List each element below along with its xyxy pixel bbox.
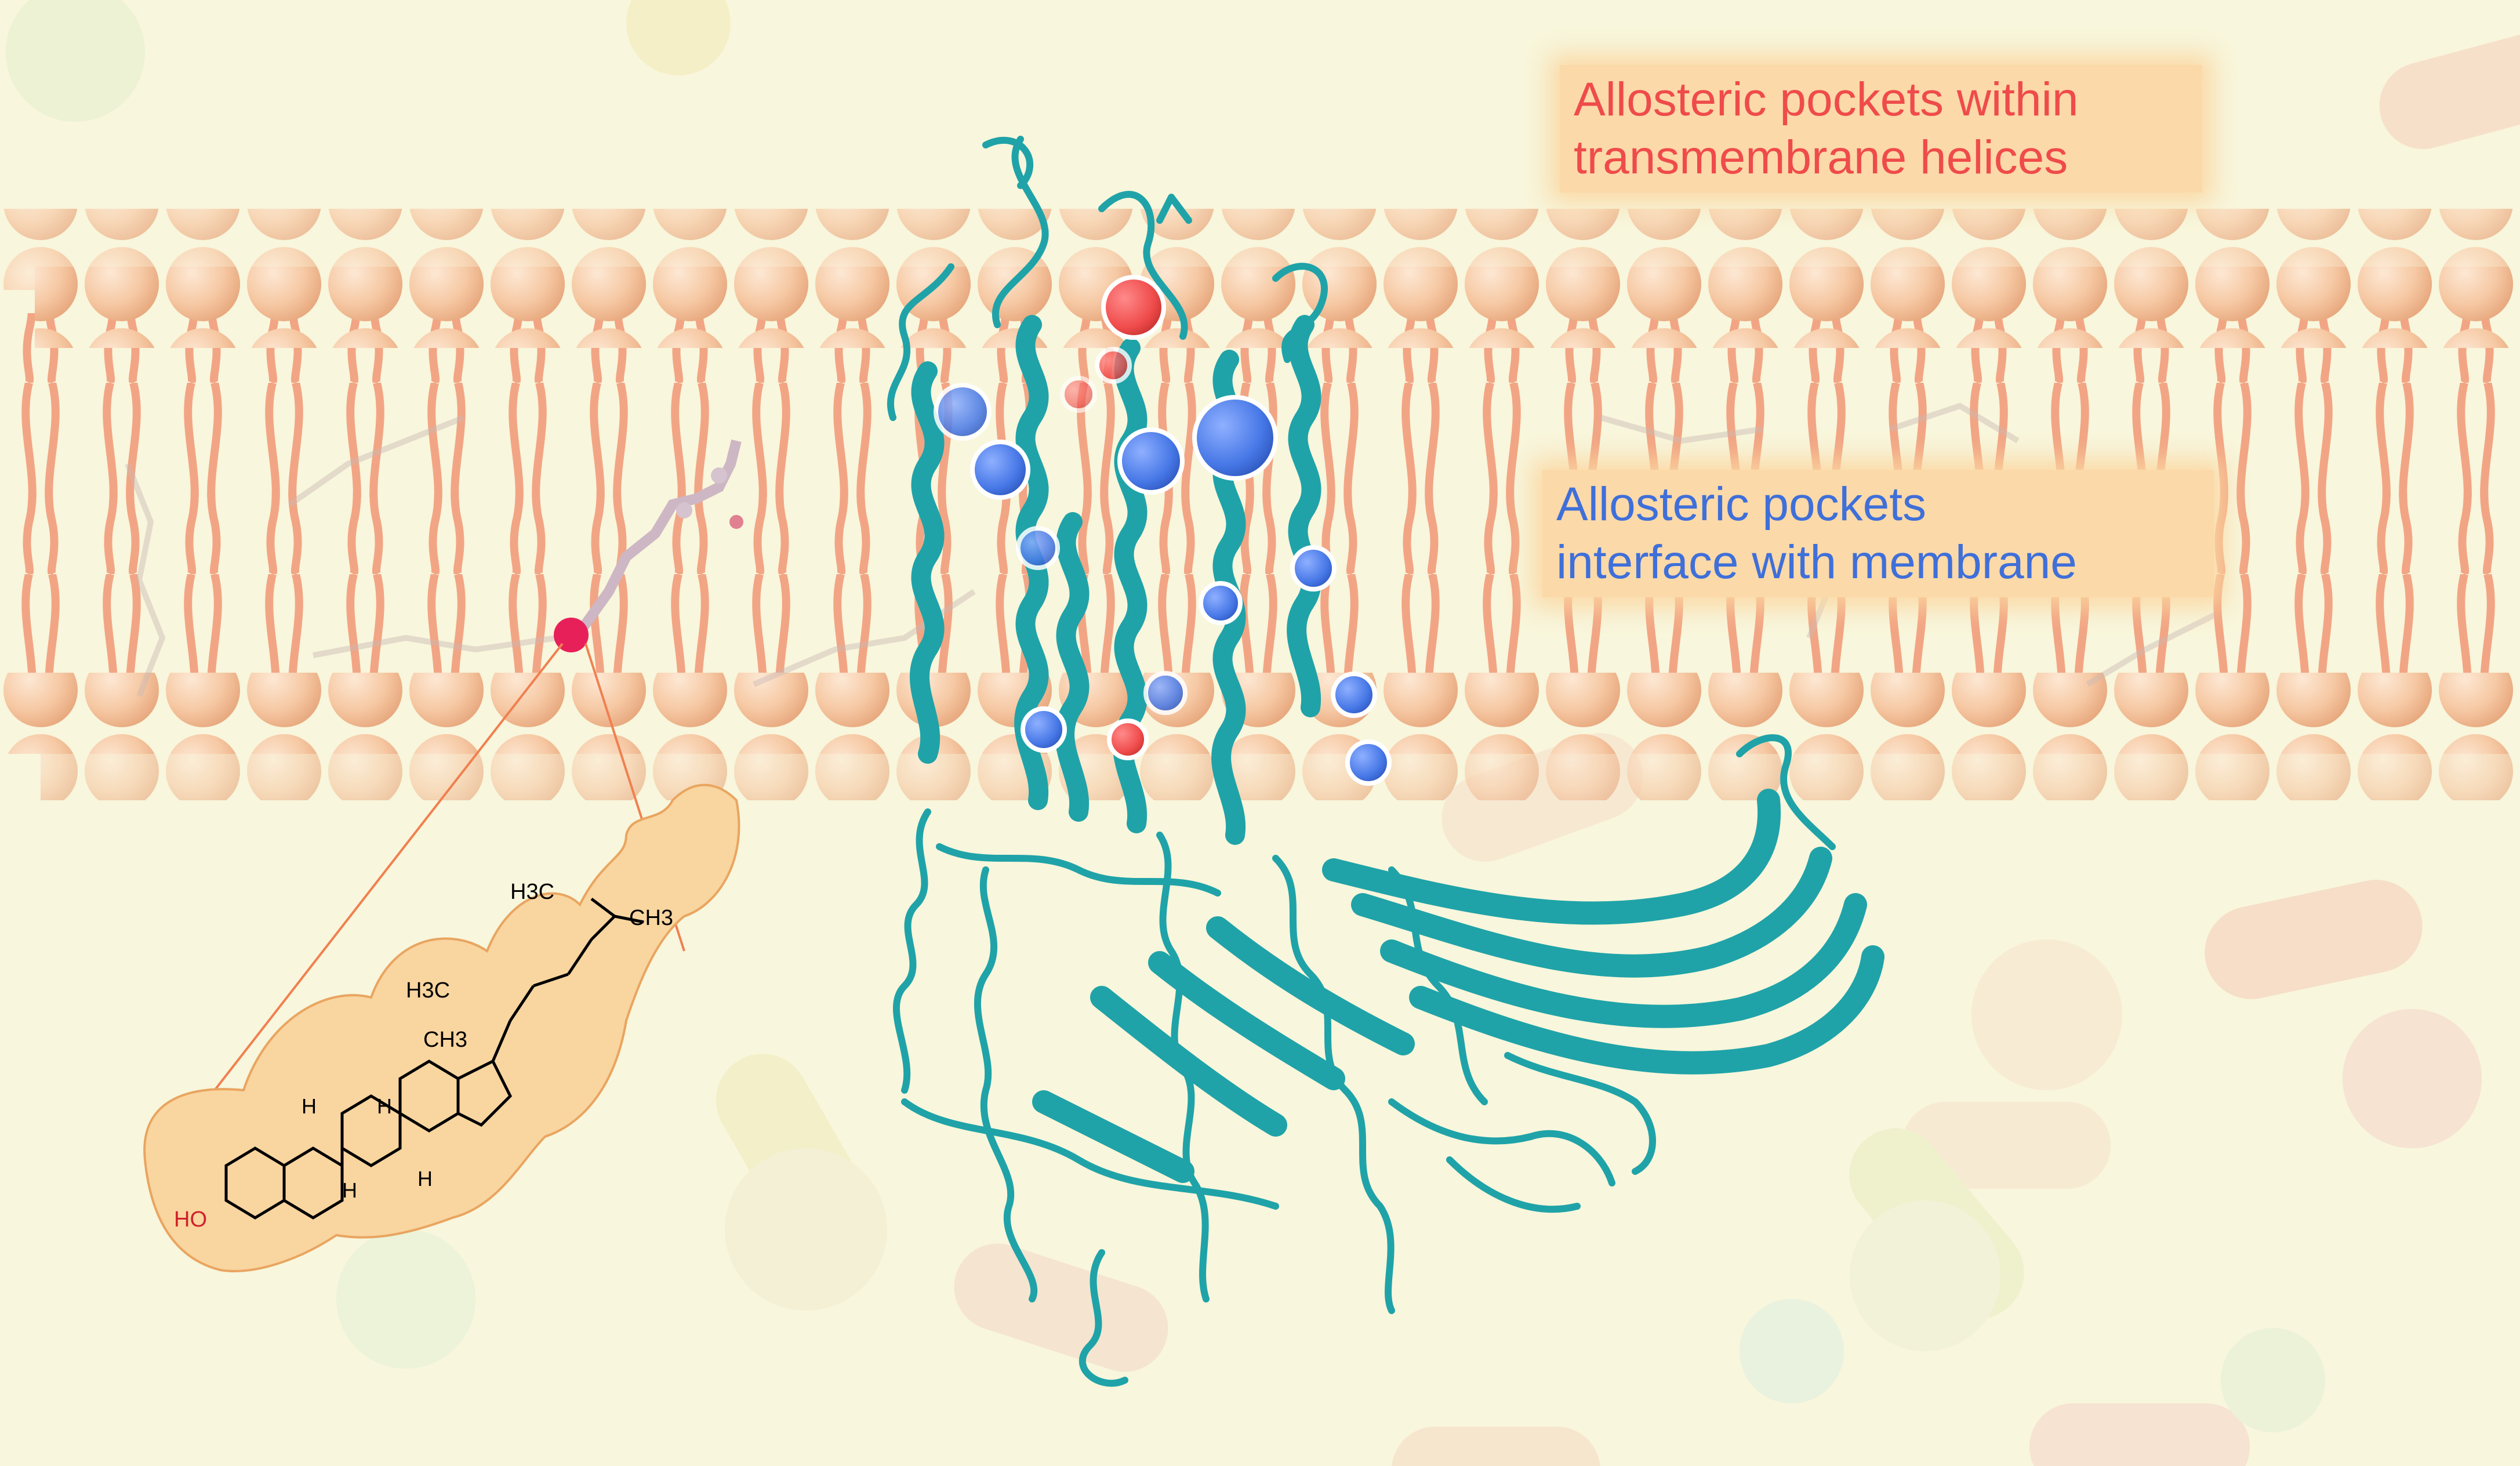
h-label-1: H <box>302 1094 317 1118</box>
membrane-pocket-10 <box>1021 706 1067 753</box>
tm-pocket-3 <box>1060 376 1097 413</box>
allosteric-pockets <box>934 275 1392 786</box>
methyl-side-label: H3C <box>406 978 450 1003</box>
methyl-left-label: H3C <box>510 880 554 904</box>
membrane-label-line-1: Allosteric pockets <box>1556 478 1927 531</box>
methyl-right-label: CH3 <box>629 906 673 930</box>
membrane-pocket-3 <box>1117 427 1185 495</box>
membrane-pocket-1 <box>934 383 992 441</box>
membrane-interface-pockets-label: Allosteric pockets interface with membra… <box>1542 470 2214 597</box>
h-label-4: H <box>417 1167 433 1191</box>
membrane-pocket-2 <box>970 440 1030 500</box>
membrane-pocket-5 <box>1016 526 1060 570</box>
transmembrane-label-line-2: transmembrane helices <box>1574 131 2068 184</box>
transmembrane-label-line-1: Allosteric pockets within <box>1574 73 2079 126</box>
tm-pocket-4 <box>1107 719 1149 760</box>
cholesterol-structure-inset: HO H3C CH3 H3C CH3 H H H H <box>143 783 740 1272</box>
membrane-pocket-4 <box>1192 395 1278 481</box>
tm-pocket-1 <box>1101 275 1166 340</box>
tm-pocket-2 <box>1095 347 1132 384</box>
membrane-pocket-9 <box>1331 672 1377 718</box>
membrane-pocket-11 <box>1345 739 1392 786</box>
h-label-2: H <box>377 1094 392 1118</box>
transmembrane-pockets-label: Allosteric pockets within transmembrane … <box>1560 65 2202 193</box>
background-pills <box>6 0 2520 1466</box>
hydroxyl-label: HO <box>174 1207 207 1232</box>
membrane-pocket-8 <box>1143 671 1188 715</box>
h-label-3: H <box>342 1178 357 1202</box>
membrane-pocket-7 <box>1199 581 1243 625</box>
methyl-ring-label: CH3 <box>423 1028 467 1052</box>
membrane-label-line-2: interface with membrane <box>1556 536 2077 589</box>
membrane-pocket-6 <box>1290 545 1337 592</box>
